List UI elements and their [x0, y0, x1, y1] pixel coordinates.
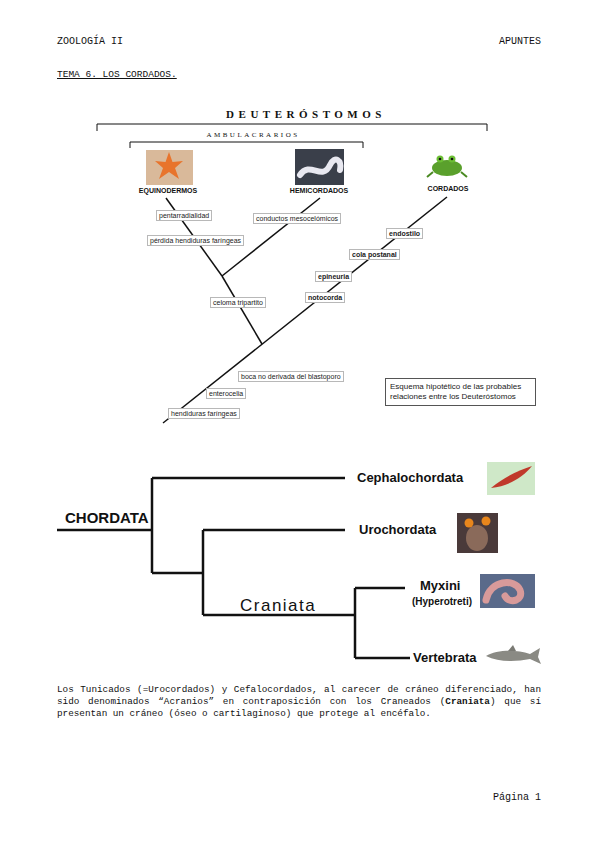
page-title: TEMA 6. LOS CORDADOS.	[57, 69, 177, 80]
frog-photo	[425, 147, 470, 180]
character-name: pérdida hendiduras faríngeas	[150, 236, 241, 245]
character-name: cola postanal	[352, 250, 397, 259]
page-number: Página 1	[493, 792, 541, 803]
taxon-name: HEMICORDADOS	[290, 187, 348, 194]
character-name: conductos mesocelómicos	[256, 214, 338, 223]
chordata-tree	[57, 478, 410, 658]
note-text: Esquema hipotético de las probables rela…	[390, 382, 531, 402]
clade-name: Craniata	[240, 596, 316, 616]
character-name: pentarradialidad	[159, 211, 209, 220]
character-box: conductos mesocelómicos	[253, 213, 341, 224]
character-box: cola postanal	[349, 249, 400, 260]
taxon-name: CORDADOS	[428, 185, 469, 192]
character-name: notocorda	[308, 293, 342, 302]
taxon-name: CHORDATA	[65, 509, 149, 526]
character-box: pentarradialidad	[156, 210, 212, 221]
body-paragraph: Los Tunicados (=Urocordados) y Cefalocor…	[57, 684, 541, 720]
character-box: epineuria	[315, 271, 352, 282]
character-box: hendiduras faríngeas	[168, 408, 240, 419]
character-box: pérdida hendiduras faríngeas	[147, 235, 244, 246]
running-header: APUNTES	[499, 36, 541, 47]
taxon-bracket	[97, 124, 487, 148]
character-name: celoma tripartito	[213, 298, 263, 307]
character-name: boca no derivada del blastoporo	[241, 372, 341, 381]
character-box: celoma tripartito	[210, 297, 266, 308]
hemichordate-photo	[295, 149, 344, 185]
taxon-name: Cephalochordata	[357, 470, 463, 485]
taxon-name: Myxini	[420, 578, 460, 593]
group-name: AMBULACRARIOS	[206, 131, 299, 139]
hagfish-photo	[480, 574, 535, 608]
taxon-name: Vertebrata	[413, 650, 477, 665]
character-name: epineuria	[318, 272, 349, 281]
shark-photo	[483, 643, 543, 668]
taxon-name: EQUINODERMOS	[139, 187, 197, 194]
taxon-name: Urochordata	[359, 522, 436, 537]
note-box: Esquema hipotético de las probables rela…	[385, 378, 536, 406]
character-box: endostilo	[386, 228, 423, 239]
lancelet-photo	[487, 462, 535, 495]
character-box: notocorda	[305, 292, 345, 303]
character-name: endostilo	[389, 229, 420, 238]
taxon-synonym: (Hyperotreti)	[412, 596, 472, 607]
character-box: enterocelia	[206, 388, 246, 399]
character-name: enterocelia	[209, 389, 243, 398]
running-header: ZOOLOGÍA II	[57, 36, 123, 47]
character-box: boca no derivada del blastoporo	[238, 371, 344, 382]
character-name: hendiduras faríngeas	[171, 409, 237, 418]
tunicate-photo	[457, 513, 498, 553]
group-name: DEUTERÓSTOMOS	[226, 108, 386, 120]
starfish-photo	[146, 150, 193, 185]
